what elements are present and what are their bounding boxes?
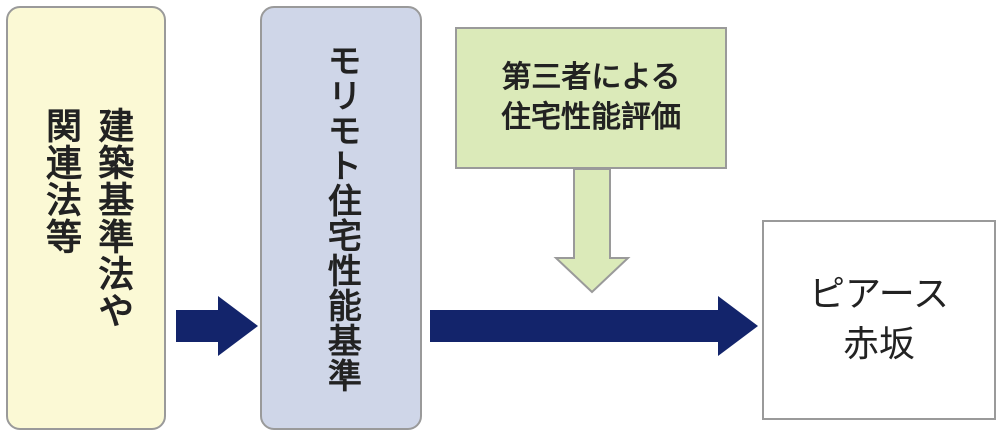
pierce-akasaka-box: ピアース 赤坂	[762, 220, 996, 420]
third-party-evaluation-box: 第三者による 住宅性能評価	[455, 27, 727, 169]
arrow-law-to-standard	[176, 296, 258, 356]
third-party-line-2: 住宅性能評価	[501, 100, 681, 135]
arrow-third-party-down	[553, 168, 631, 294]
arrow-standard-to-target	[430, 296, 758, 356]
morimoto-standard-box: モリモト住宅性能基準	[260, 6, 422, 430]
third-party-line-1: 第三者による	[501, 59, 681, 95]
morimoto-standard-text: モリモト住宅性能基準	[321, 43, 362, 393]
legal-basis-text: 建築基準法や 関連法等	[40, 107, 134, 329]
target-line-2: 赤坂	[842, 324, 915, 365]
legal-basis-box: 建築基準法や 関連法等	[6, 6, 166, 430]
target-line-1: ピアース	[808, 273, 950, 315]
